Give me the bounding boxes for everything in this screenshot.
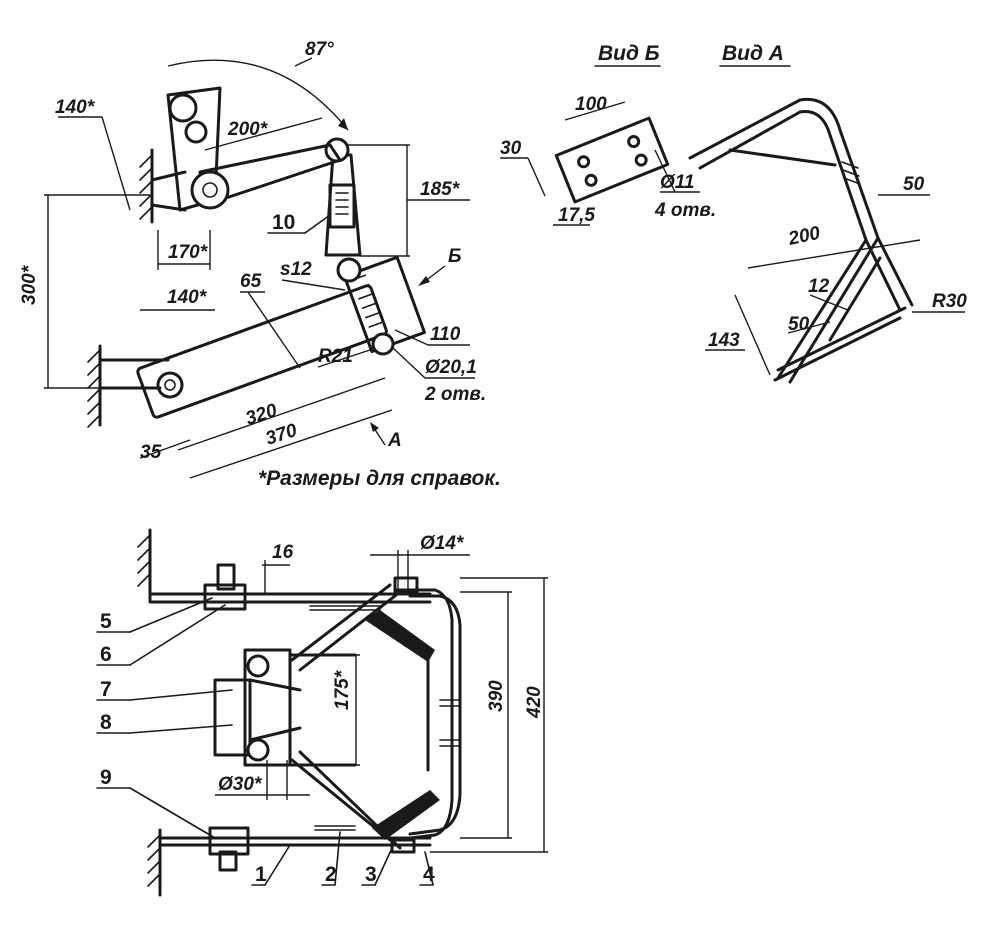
dim-r30: R30 [932,291,967,312]
dim-140-top: 140* [55,97,96,118]
dim-100: 100 [575,94,607,115]
dim-12: 12 [808,276,830,297]
dim-140-mid: 140* [167,287,208,308]
view-a-title: Вид А [722,42,784,65]
dim-30-b: 30 [500,138,522,159]
side-view: 87° 140* 200* 185* 300* 170* 140* 65 [19,39,501,490]
view-b: Вид Б 100 30 17,5 Ø11 4 отв. [500,42,716,226]
arrow-b-label: Б [448,246,461,267]
callout-7: 7 [100,678,112,701]
dim-d20: Ø20,1 [425,357,477,378]
dim-65: 65 [240,271,262,292]
dim-420: 420 [524,686,545,719]
dim-angle-87: 87° [305,39,334,60]
callout-3: 3 [365,863,377,886]
callout-9: 9 [100,766,112,789]
callout-6: 6 [100,643,112,666]
dim-17-5: 17,5 [558,205,595,226]
dim-185: 185* [420,179,461,200]
dim-s12: s12 [280,259,312,280]
dim-143: 143 [708,330,740,351]
dim-50-bottom: 50 [788,314,810,335]
dim-holes-4: 4 отв. [654,200,716,221]
dim-16: 16 [272,542,294,563]
view-b-title: Вид Б [598,42,660,65]
dim-r21: R21 [318,346,353,367]
callout-4: 4 [423,863,435,886]
reference-note: *Размеры для справок. [258,467,501,490]
dim-170: 170* [168,242,209,263]
arrow-a-label: А [387,430,402,451]
callout-1: 1 [255,863,267,886]
plan-view: Ø14* 16 175* 390 420 Ø30* 5 6 7 8 [96,528,548,897]
callout-5: 5 [100,610,112,633]
callout-10: 10 [272,211,295,234]
callout-8: 8 [100,711,112,734]
view-a: Вид А 50 200 12 50 R30 143 [688,42,967,384]
dim-holes-2: 2 отв. [424,384,486,405]
dim-200-a: 200 [786,223,823,250]
dim-d14: Ø14* [420,533,465,554]
dim-35: 35 [140,442,162,463]
dim-370: 370 [263,420,300,450]
callout-2: 2 [325,863,337,886]
dim-d11: Ø11 [660,172,695,193]
dim-200-side: 200* [227,119,269,140]
dim-390: 390 [486,680,507,712]
lower-arm [136,284,388,419]
dim-110: 110 [430,324,461,345]
dim-d30: Ø30* [218,774,263,795]
dim-175: 175* [332,669,353,710]
dim-300: 300* [19,264,40,305]
dim-50-top: 50 [903,174,925,195]
